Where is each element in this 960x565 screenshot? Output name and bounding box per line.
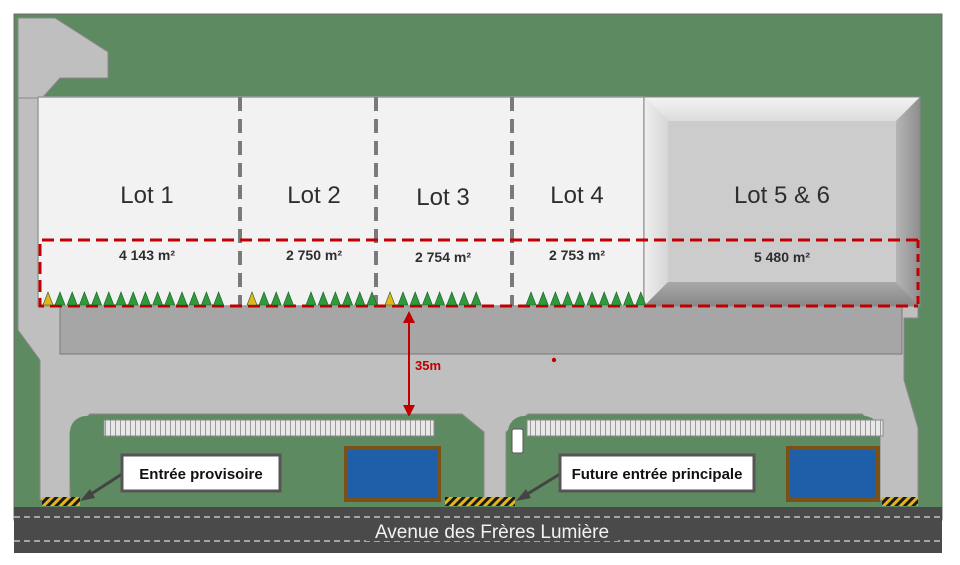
lot-1-label: Lot 1 [120, 182, 173, 209]
future-entrance-label: Future entrée principale [572, 466, 743, 483]
callout-temporary-entrance [80, 453, 282, 501]
lot-4-label: Lot 4 [550, 182, 603, 209]
tree-icon [78, 291, 90, 306]
parking-row-right [526, 419, 884, 437]
tree-icon [270, 291, 282, 306]
tree-icon [91, 291, 103, 306]
road-name: Avenue des Frères Lumière [375, 522, 609, 543]
lot-5-6-area: 5 480 m² [754, 249, 810, 265]
building-lots-1-4 [37, 96, 645, 307]
tree-icon [103, 291, 115, 306]
tree-icon [342, 291, 354, 306]
lot-4-area: 2 753 m² [549, 247, 605, 263]
tree-icon [446, 291, 458, 306]
lot-3-label: Lot 3 [416, 184, 469, 211]
tree-icon [470, 291, 482, 306]
tree-icon [623, 291, 635, 306]
lot-5-6-label: Lot 5 & 6 [734, 182, 830, 209]
callout-future-entrance [516, 453, 756, 501]
tree-icon [317, 291, 329, 306]
tree-icon [610, 291, 622, 306]
tree-icon [139, 291, 151, 306]
tree-icon [537, 291, 549, 306]
center-marker [551, 357, 557, 363]
tree-icon [188, 291, 200, 306]
tree-row [42, 291, 647, 306]
retention-basin-left [344, 446, 441, 502]
yellow-triangle-icon [42, 291, 54, 306]
tree-icon [282, 291, 294, 306]
tree-icon [397, 291, 409, 306]
loading-dock [59, 305, 903, 355]
tree-icon [213, 291, 225, 306]
tree-icon [598, 291, 610, 306]
tree-icon [258, 291, 270, 306]
tree-icon [54, 291, 66, 306]
yellow-triangle-icon [384, 291, 396, 306]
tree-icon [152, 291, 164, 306]
lot-2-area: 2 750 m² [286, 247, 342, 263]
tree-icon [127, 291, 139, 306]
gate-left [42, 497, 80, 506]
lot-2-label: Lot 2 [287, 182, 340, 209]
tree-icon [525, 291, 537, 306]
yellow-triangle-icon [246, 291, 258, 306]
tree-icon [115, 291, 127, 306]
plot-boundary [38, 238, 918, 308]
tree-icon [421, 291, 433, 306]
tree-icon [329, 291, 341, 306]
tree-icon [305, 291, 317, 306]
building-lots-5-6 [643, 96, 921, 307]
tree-icon [434, 291, 446, 306]
tree-icon [409, 291, 421, 306]
tree-icon [66, 291, 78, 306]
lot-3-area: 2 754 m² [415, 249, 471, 265]
tree-icon [586, 291, 598, 306]
lot-1-area: 4 143 m² [119, 247, 175, 263]
retention-basin-right [786, 446, 880, 502]
parking-row-left [103, 419, 435, 437]
road-label-bg [366, 519, 618, 541]
tree-icon [574, 291, 586, 306]
distance-label: 35m [415, 358, 441, 373]
distance-arrow [403, 311, 415, 417]
tree-icon [176, 291, 188, 306]
gate-center [445, 497, 515, 506]
temporary-entrance-label: Entrée provisoire [139, 466, 262, 483]
tree-icon [354, 291, 366, 306]
gate-right [882, 497, 918, 506]
tree-icon [562, 291, 574, 306]
tree-icon [366, 291, 378, 306]
tree-icon [164, 291, 176, 306]
tree-icon [458, 291, 470, 306]
tree-icon [549, 291, 561, 306]
tree-icon [635, 291, 647, 306]
guard-booth [511, 428, 524, 454]
tree-icon [200, 291, 212, 306]
